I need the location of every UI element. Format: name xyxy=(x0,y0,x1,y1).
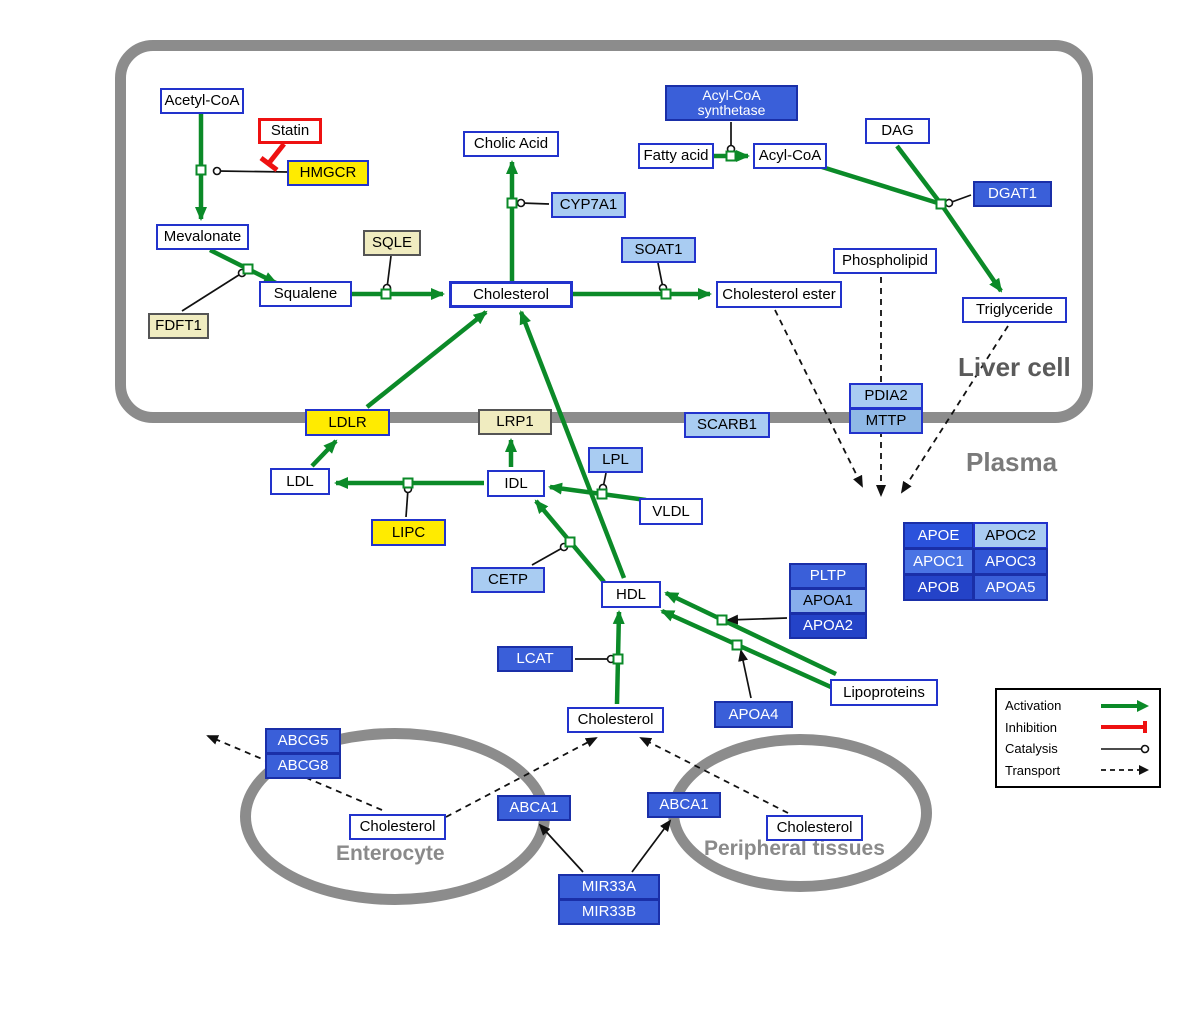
node-cholic-acid[interactable]: Cholic Acid xyxy=(463,131,559,157)
enterocyte-label: Enterocyte xyxy=(336,842,445,865)
activation-sample-icon xyxy=(1101,699,1149,712)
node-apoa5[interactable]: APOA5 xyxy=(973,574,1048,601)
node-hdl[interactable]: HDL xyxy=(601,581,661,608)
node-lipoproteins[interactable]: Lipoproteins xyxy=(830,679,938,706)
node-abcg5[interactable]: ABCG5 xyxy=(265,728,341,754)
node-apoe[interactable]: APOE xyxy=(903,522,974,549)
node-fatty-acid[interactable]: Fatty acid xyxy=(638,143,714,169)
node-squalene[interactable]: Squalene xyxy=(259,281,352,307)
legend-activation-label: Activation xyxy=(1005,698,1062,714)
node-ldlr[interactable]: LDLR xyxy=(305,409,390,436)
node-pltp[interactable]: PLTP xyxy=(789,563,867,589)
node-cyp7a1[interactable]: CYP7A1 xyxy=(551,192,626,218)
node-pdia2[interactable]: PDIA2 xyxy=(849,383,923,409)
legend-inhibition-row: Inhibition xyxy=(1005,720,1151,735)
peripheral-tissues-label: Peripheral tissues xyxy=(704,837,885,860)
catalysis-sample-icon xyxy=(1101,744,1150,754)
transport-sample-icon xyxy=(1101,765,1149,776)
legend-activation-row: Activation xyxy=(1005,698,1151,713)
node-abcg8[interactable]: ABCG8 xyxy=(265,753,341,779)
node-acetyl-coa[interactable]: Acetyl-CoA xyxy=(160,88,244,114)
node-apoa2[interactable]: APOA2 xyxy=(789,613,867,639)
node-phospholipid[interactable]: Phospholipid xyxy=(833,248,937,274)
node-mir33a[interactable]: MIR33A xyxy=(558,874,660,900)
node-cholesterol-liver[interactable]: Cholesterol xyxy=(449,281,573,308)
node-soat1[interactable]: SOAT1 xyxy=(621,237,696,263)
node-apoc3[interactable]: APOC3 xyxy=(973,548,1048,575)
node-mttp[interactable]: MTTP xyxy=(849,408,923,434)
node-acyl-coa[interactable]: Acyl-CoA xyxy=(753,143,827,169)
node-apoc2[interactable]: APOC2 xyxy=(973,522,1048,549)
node-hmgcr[interactable]: HMGCR xyxy=(287,160,369,186)
liver-cell-compartment xyxy=(115,40,1093,423)
node-lcat[interactable]: LCAT xyxy=(497,646,573,672)
legend-catalysis-label: Catalysis xyxy=(1005,741,1058,757)
node-vldl[interactable]: VLDL xyxy=(639,498,703,525)
liver-cell-label: Liver cell xyxy=(958,352,1071,382)
node-apoa1[interactable]: APOA1 xyxy=(789,588,867,614)
node-scarb1[interactable]: SCARB1 xyxy=(684,412,770,438)
node-triglyceride[interactable]: Triglyceride xyxy=(962,297,1067,323)
node-dgat1[interactable]: DGAT1 xyxy=(973,181,1052,207)
node-mir33b[interactable]: MIR33B xyxy=(558,899,660,925)
node-cetp[interactable]: CETP xyxy=(471,567,545,593)
inhibition-sample-icon xyxy=(1101,721,1147,734)
legend-transport-row: Transport xyxy=(1005,763,1151,778)
node-dag[interactable]: DAG xyxy=(865,118,930,144)
node-sqle[interactable]: SQLE xyxy=(363,230,421,256)
node-cholesterol-plasma[interactable]: Cholesterol xyxy=(567,707,664,733)
node-abca1-right[interactable]: ABCA1 xyxy=(647,792,721,818)
legend: Activation Inhibition Catalysis Transpor… xyxy=(995,688,1161,788)
node-cholesterol-ester[interactable]: Cholesterol ester xyxy=(716,281,842,308)
plasma-label: Plasma xyxy=(966,447,1058,477)
node-fdft1[interactable]: FDFT1 xyxy=(148,313,209,339)
legend-transport-label: Transport xyxy=(1005,762,1061,778)
node-cholesterol-enterocyte[interactable]: Cholesterol xyxy=(349,814,446,840)
node-mevalonate[interactable]: Mevalonate xyxy=(156,224,249,250)
node-lipc[interactable]: LIPC xyxy=(371,519,446,546)
node-lpl[interactable]: LPL xyxy=(588,447,643,473)
node-ldl[interactable]: LDL xyxy=(270,468,330,495)
node-idl[interactable]: IDL xyxy=(487,470,545,497)
node-cholesterol-peripheral[interactable]: Cholesterol xyxy=(766,815,863,841)
node-acyl-coa-synthetase[interactable]: Acyl-CoA synthetase xyxy=(665,85,798,121)
legend-inhibition-label: Inhibition xyxy=(1005,719,1058,735)
node-apoc1[interactable]: APOC1 xyxy=(903,548,974,575)
node-abca1-left[interactable]: ABCA1 xyxy=(497,795,571,821)
node-statin[interactable]: Statin xyxy=(258,118,322,144)
node-apob[interactable]: APOB xyxy=(903,574,974,601)
legend-catalysis-row: Catalysis xyxy=(1005,741,1151,756)
node-lrp1[interactable]: LRP1 xyxy=(478,409,552,435)
node-apoa4[interactable]: APOA4 xyxy=(714,701,793,728)
